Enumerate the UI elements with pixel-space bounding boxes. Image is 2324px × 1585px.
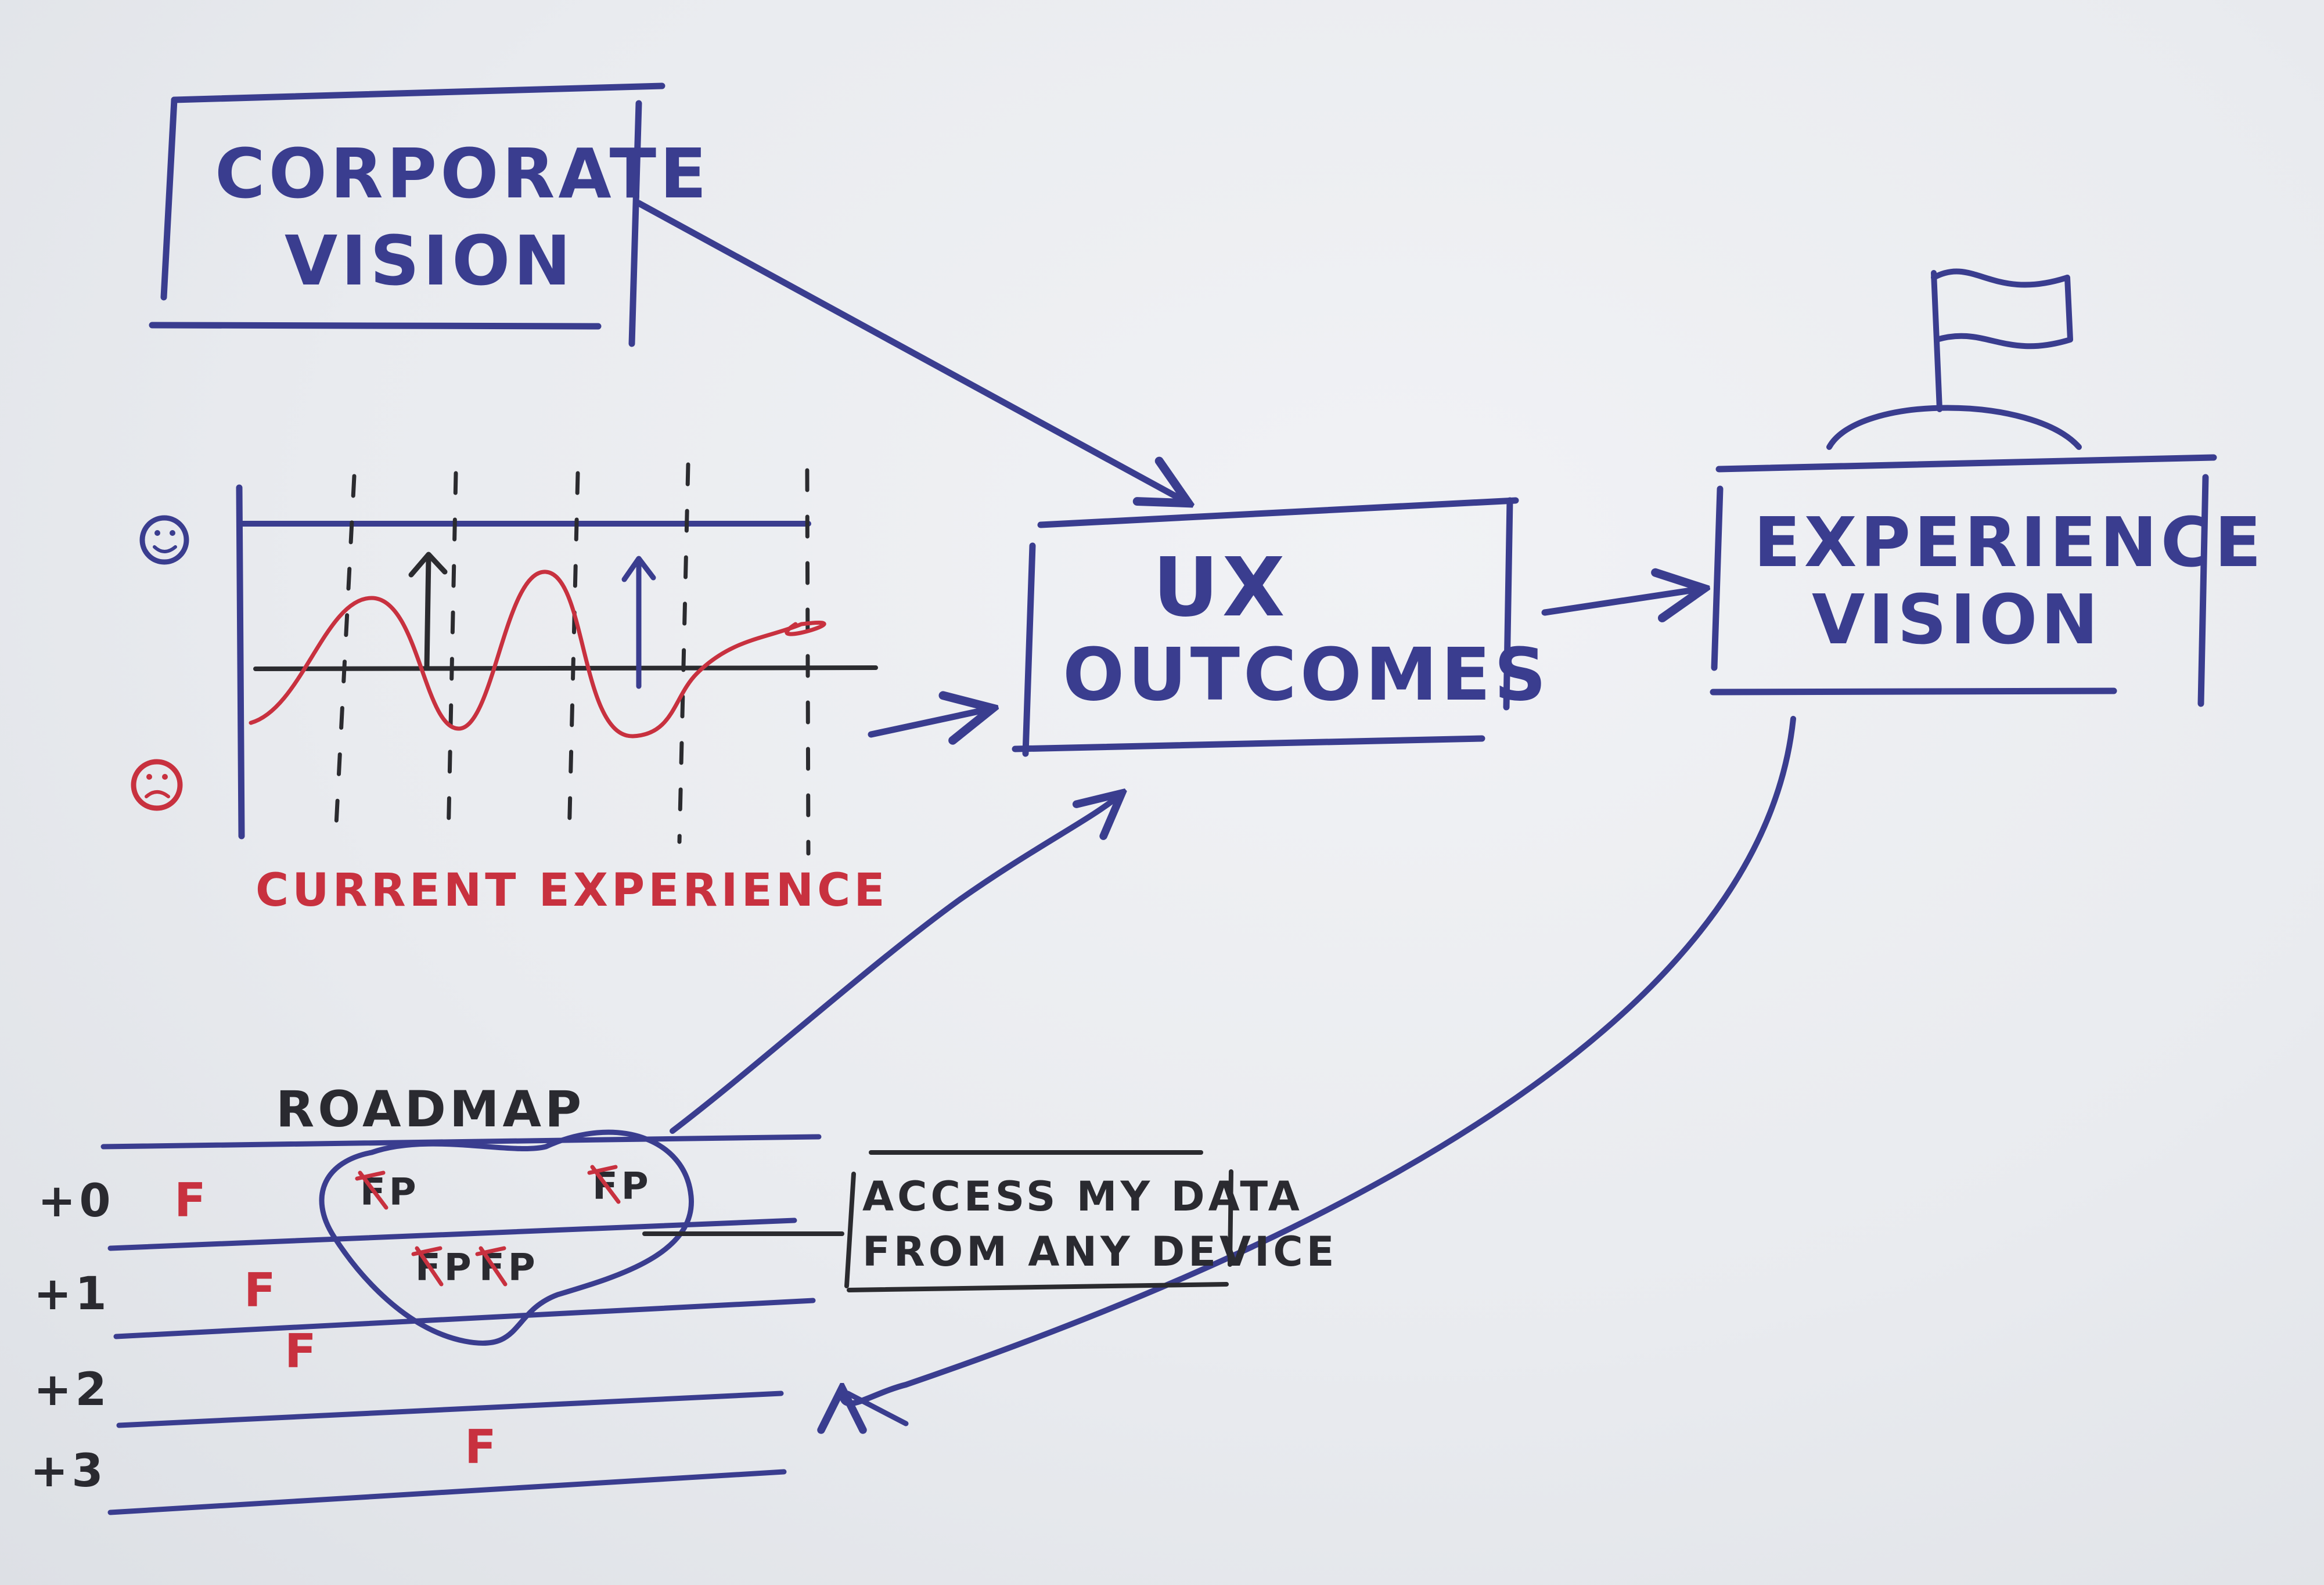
roadmap-row-label-1: +1 — [34, 1268, 110, 1320]
roadmap-row-label-2: +2 — [34, 1364, 110, 1416]
arrow-chart-to-ux — [868, 709, 987, 734]
roadmap-row-label-3: +3 — [30, 1445, 107, 1497]
flag-on-hill-icon — [1826, 268, 2082, 450]
happy-face-icon — [139, 515, 189, 565]
roadmap-title: ROADMAP — [276, 1080, 585, 1139]
arrow-ux-to-experience — [1541, 589, 1699, 613]
improvement-arrow-1 — [408, 552, 448, 671]
stage-dividers — [333, 462, 811, 856]
current-experience-chart: CURRENT EXPERIENCE — [131, 462, 888, 917]
experience-vision-line1: EXPERIENCE — [1754, 502, 2265, 582]
ux-outcomes-line1: UX — [1153, 541, 1289, 635]
callout-line1: ACCESS MY DATA — [862, 1173, 1303, 1220]
experience-curve — [249, 570, 826, 739]
roadmap-item-f: F — [174, 1173, 210, 1227]
experience-vision-line2: VISION — [1812, 579, 2102, 660]
arrow-roadmap-to-ux — [670, 797, 1118, 1134]
ux-outcomes-box: UX OUTCOMES — [1012, 497, 1550, 757]
sad-face-icon — [131, 759, 183, 811]
arrow-experience-to-roadmap-tail — [845, 1391, 909, 1427]
roadmap-item-f: F — [465, 1420, 500, 1474]
roadmap-item-f: F — [285, 1324, 320, 1378]
corporate-vision-line1: CORPORATE — [215, 134, 710, 214]
callout-line2: FROM ANY DEVICE — [862, 1228, 1337, 1276]
roadmap-strike-marks — [355, 1165, 621, 1287]
arrow-experience-to-roadmap — [842, 716, 1796, 1403]
roadmap-release-group — [319, 1129, 694, 1346]
experience-vision-box: EXPERIENCE VISION — [1710, 454, 2265, 707]
roadmap-item-fp: FP — [360, 1171, 420, 1214]
roadmap: ROADMAP +0 +1 +2 +3 F F F F FP FP FP FP — [30, 1080, 1337, 1515]
corporate-vision-line2: VISION — [285, 221, 574, 301]
improvement-arrow-2 — [621, 556, 656, 689]
roadmap-item-f: F — [244, 1263, 279, 1317]
arrow-corporate-to-ux — [635, 200, 1183, 500]
corporate-vision-box: CORPORATE VISION — [149, 82, 710, 347]
arrows — [635, 200, 1796, 1427]
ux-outcomes-line2: OUTCOMES — [1063, 633, 1550, 717]
current-experience-caption: CURRENT EXPERIENCE — [256, 864, 888, 917]
roadmap-row-label-0: +0 — [38, 1175, 114, 1227]
roadmap-callout: ACCESS MY DATA FROM ANY DEVICE — [844, 1150, 1337, 1292]
roadmap-item-fp: FP — [592, 1165, 652, 1208]
